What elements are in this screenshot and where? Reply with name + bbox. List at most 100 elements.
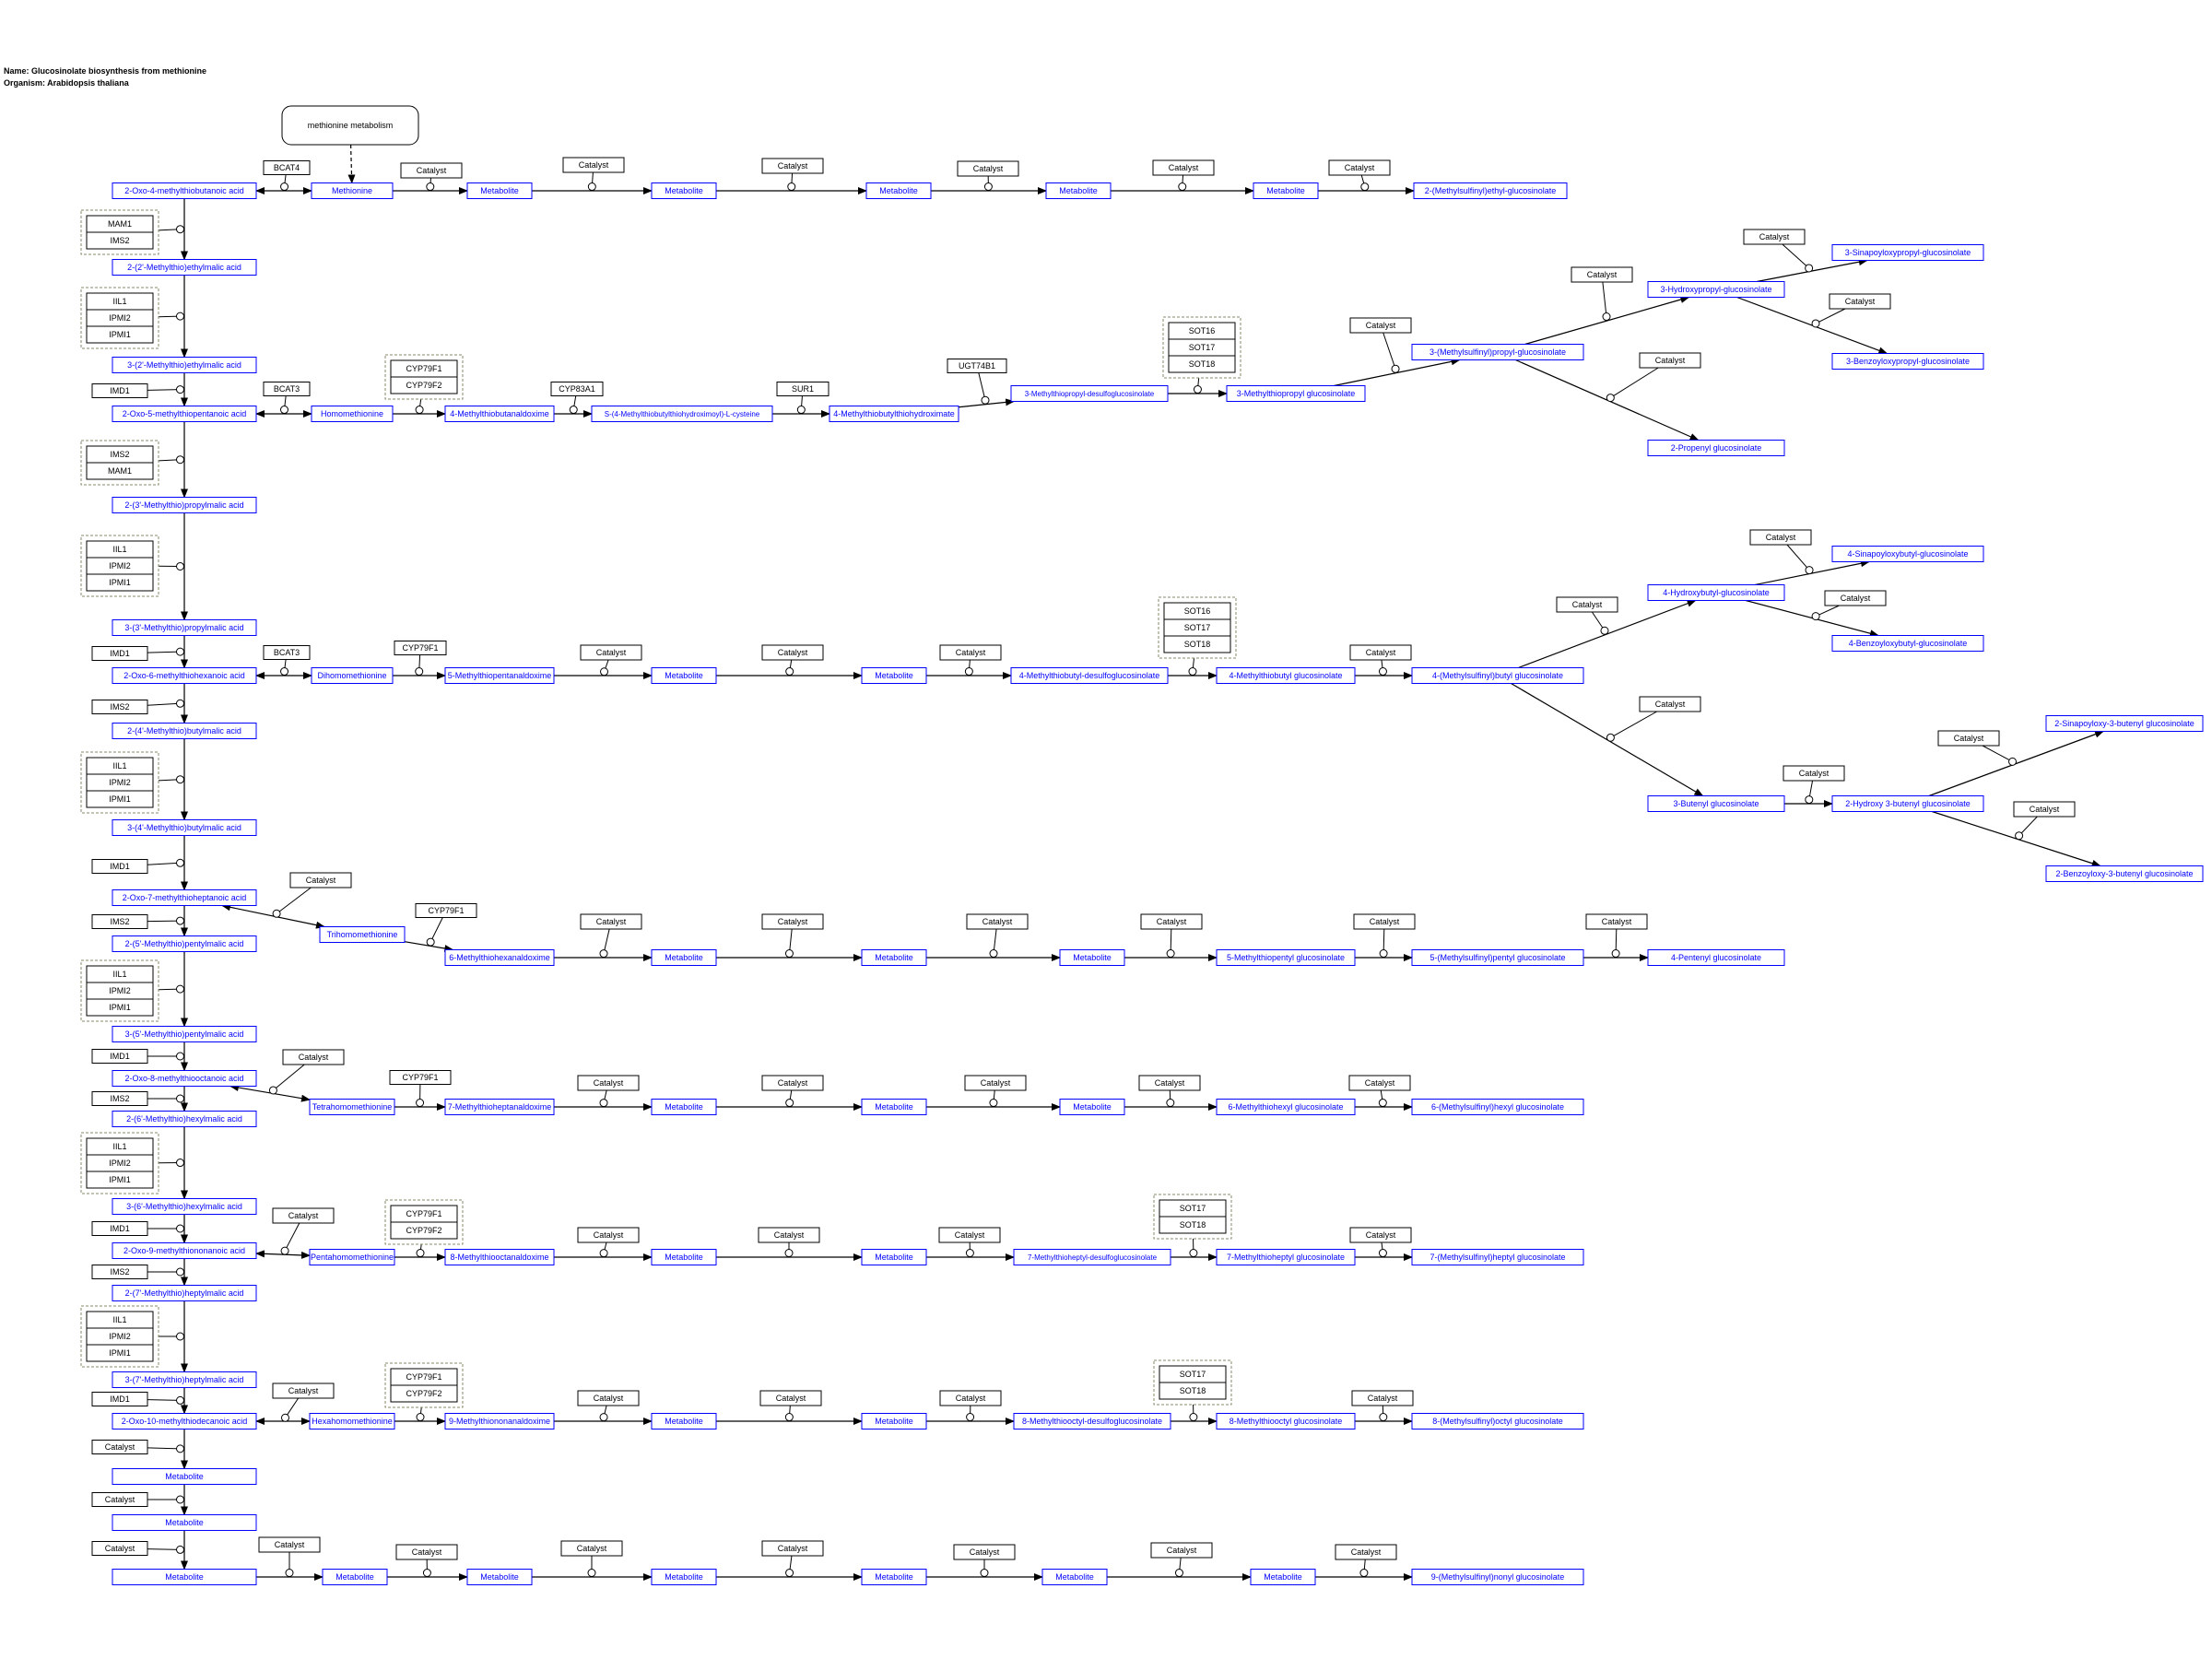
gene-catalyst[interactable]: Catalyst (964, 1075, 1027, 1091)
metabolite-metabolite[interactable]: Metabolite (651, 1249, 717, 1265)
node-box[interactable] (1250, 1569, 1316, 1585)
node-box[interactable] (651, 667, 717, 684)
node-box[interactable] (1413, 182, 1568, 199)
node-box[interactable] (1348, 1075, 1411, 1091)
metabolite-2-propenyl-glucosinolate[interactable]: 2-Propenyl glucosinolate (1647, 440, 1785, 456)
metabolite-metabolite[interactable]: Metabolite (112, 1569, 257, 1585)
node-box[interactable] (91, 914, 148, 929)
node-box[interactable] (1216, 949, 1356, 966)
node-box[interactable] (651, 1569, 717, 1585)
gene-catalyst[interactable]: Catalyst (966, 913, 1029, 930)
gene-catalyst[interactable]: Catalyst (1571, 266, 1633, 283)
metabolite-metabolite[interactable]: Metabolite (1045, 182, 1112, 199)
metabolite-3-2-methylthio-ethylmalic-acid[interactable]: 3-(2'-Methylthio)ethylmalic acid (112, 357, 257, 373)
gene-imd1[interactable]: IMD1 (91, 1392, 148, 1406)
gene-box-cyp79f2[interactable] (390, 1384, 458, 1403)
gene-catalyst[interactable]: Catalyst (1353, 913, 1416, 930)
gene-box-ipmi1[interactable] (86, 998, 154, 1017)
gene-catalyst[interactable]: Catalyst (282, 1049, 345, 1065)
node-box[interactable] (263, 645, 311, 660)
gene-catalyst[interactable]: Catalyst (953, 1544, 1016, 1560)
gene-catalyst[interactable]: Catalyst (560, 1540, 623, 1557)
gene-catalyst[interactable]: Catalyst (1150, 1542, 1213, 1559)
gene-catalyst[interactable]: Catalyst (1639, 352, 1701, 369)
gene-catalyst[interactable]: Catalyst (1349, 317, 1412, 334)
node-box[interactable] (272, 1207, 335, 1224)
node-box[interactable] (651, 949, 717, 966)
node-box[interactable] (112, 1468, 257, 1485)
metabolite-metabolite[interactable]: Metabolite (1041, 1569, 1108, 1585)
gene-catalyst[interactable]: Catalyst (1348, 1075, 1411, 1091)
metabolite-s-4-methylthiobutylthiohydroximoyl-l-cys[interactable]: S-(4-Methylthiobutylthiohydroximoyl)-L-c… (591, 406, 773, 422)
node-box[interactable] (112, 1371, 257, 1388)
node-box[interactable] (758, 1227, 820, 1243)
node-box[interactable] (2045, 865, 2204, 882)
node-box[interactable] (311, 182, 394, 199)
metabolite-4-methylthiobutylthiohydroximate[interactable]: 4-Methylthiobutylthiohydroximate (829, 406, 959, 422)
node-box[interactable] (1349, 1227, 1412, 1243)
metabolite-2-benzoyloxy-3-butenyl-glucosinolate[interactable]: 2-Benzoyloxy-3-butenyl glucosinolate (2045, 865, 2204, 882)
node-box[interactable] (444, 949, 555, 966)
metabolite-3-7-methylthio-heptylmalic-acid[interactable]: 3-(7'-Methylthio)heptylmalic acid (112, 1371, 257, 1388)
gene-catalyst[interactable]: Catalyst (91, 1541, 148, 1556)
gene-catalyst[interactable]: Catalyst (577, 1227, 640, 1243)
metabolite-methionine[interactable]: Methionine (311, 182, 394, 199)
gene-cyp79f1[interactable]: CYP79F1 (394, 641, 447, 655)
gene-imd1[interactable]: IMD1 (91, 646, 148, 661)
gene-catalyst[interactable]: Catalyst (761, 158, 824, 174)
metabolite-4-benzoyloxybutyl-glucosinolate[interactable]: 4-Benzoyloxybutyl-glucosinolate (1831, 635, 1984, 652)
metabolite-3-6-methylthio-hexylmalic-acid[interactable]: 3-(6'-Methylthio)hexylmalic acid (112, 1198, 257, 1215)
metabolite-5-methylthiopentanaldoxime[interactable]: 5-Methylthiopentanaldoxime (444, 667, 555, 684)
node-box[interactable] (966, 913, 1029, 930)
metabolite-metabolite[interactable]: Metabolite (651, 182, 717, 199)
node-box[interactable] (1783, 765, 1845, 782)
node-box[interactable] (1349, 644, 1412, 661)
gene-box-ims2[interactable] (86, 231, 154, 250)
metabolite-7-methylthioheptyl-glucosinolate[interactable]: 7-Methylthioheptyl glucosinolate (1216, 1249, 1356, 1265)
node-box[interactable] (1059, 949, 1125, 966)
node-box[interactable] (1829, 293, 1891, 310)
node-box[interactable] (1216, 1249, 1356, 1265)
node-box[interactable] (1831, 635, 1984, 652)
metabolite-metabolite[interactable]: Metabolite (861, 667, 927, 684)
node-box[interactable] (580, 913, 642, 930)
pathway-methionine-metabolism[interactable]: methionine metabolism (281, 105, 419, 146)
metabolite-metabolite[interactable]: Metabolite (861, 1249, 927, 1265)
metabolite-2-5-methylthio-pentylmalic-acid[interactable]: 2-(5'-Methylthio)pentylmalic acid (112, 935, 257, 952)
metabolite-4-methylsulfinyl-butyl-glucosinolate[interactable]: 4-(Methylsulfinyl)butyl glucosinolate (1411, 667, 1584, 684)
gene-box-ipmi1[interactable] (86, 790, 154, 808)
node-box[interactable] (112, 723, 257, 739)
node-box[interactable] (112, 1413, 257, 1430)
gene-catalyst[interactable]: Catalyst (761, 1540, 824, 1557)
node-box[interactable] (91, 1392, 148, 1406)
metabolite-9-methylthiononanaldoxime[interactable]: 9-Methylthiononanaldoxime (444, 1413, 555, 1430)
node-box[interactable] (1216, 667, 1356, 684)
node-box[interactable] (1743, 229, 1806, 245)
node-box[interactable] (1937, 730, 2000, 747)
gene-catalyst[interactable]: Catalyst (1351, 1390, 1414, 1406)
node-box[interactable] (776, 382, 830, 396)
gene-box-mam1[interactable] (86, 462, 154, 480)
gene-catalyst[interactable]: Catalyst (1783, 765, 1845, 782)
metabolite-metabolite[interactable]: Metabolite (466, 182, 533, 199)
metabolite-2-methylsulfinyl-ethyl-glucosinolate[interactable]: 2-(Methylsulfinyl)ethyl-glucosinolate (1413, 182, 1568, 199)
node-box[interactable] (311, 406, 394, 422)
gene-catalyst[interactable]: Catalyst (1335, 1544, 1397, 1560)
node-box[interactable] (263, 160, 311, 175)
node-box[interactable] (1831, 244, 1984, 261)
node-box[interactable] (112, 357, 257, 373)
node-box[interactable] (1226, 385, 1366, 402)
node-box[interactable] (1411, 1413, 1584, 1430)
metabolite-3-hydroxypropyl-glucosinolate[interactable]: 3-Hydroxypropyl-glucosinolate (1647, 281, 1785, 298)
metabolite-4-methylthiobutyl-desulfoglucosinolate[interactable]: 4-Methylthiobutyl-desulfoglucosinolate (1010, 667, 1169, 684)
node-box[interactable] (1749, 529, 1812, 546)
node-box[interactable] (861, 1413, 927, 1430)
node-box[interactable] (1152, 159, 1215, 176)
gene-catalyst[interactable]: Catalyst (1328, 159, 1391, 176)
metabolite-metabolite[interactable]: Metabolite (861, 1099, 927, 1115)
metabolite-7-methylthioheptyl-desulfoglucosinolate[interactable]: 7-Methylthioheptyl-desulfoglucosinolate (1013, 1249, 1171, 1265)
node-box[interactable] (651, 1099, 717, 1115)
metabolite-metabolite[interactable]: Metabolite (112, 1514, 257, 1531)
gene-ims2[interactable]: IMS2 (91, 1265, 148, 1279)
metabolite-6-methylthiohexyl-glucosinolate[interactable]: 6-Methylthiohexyl glucosinolate (1216, 1099, 1356, 1115)
